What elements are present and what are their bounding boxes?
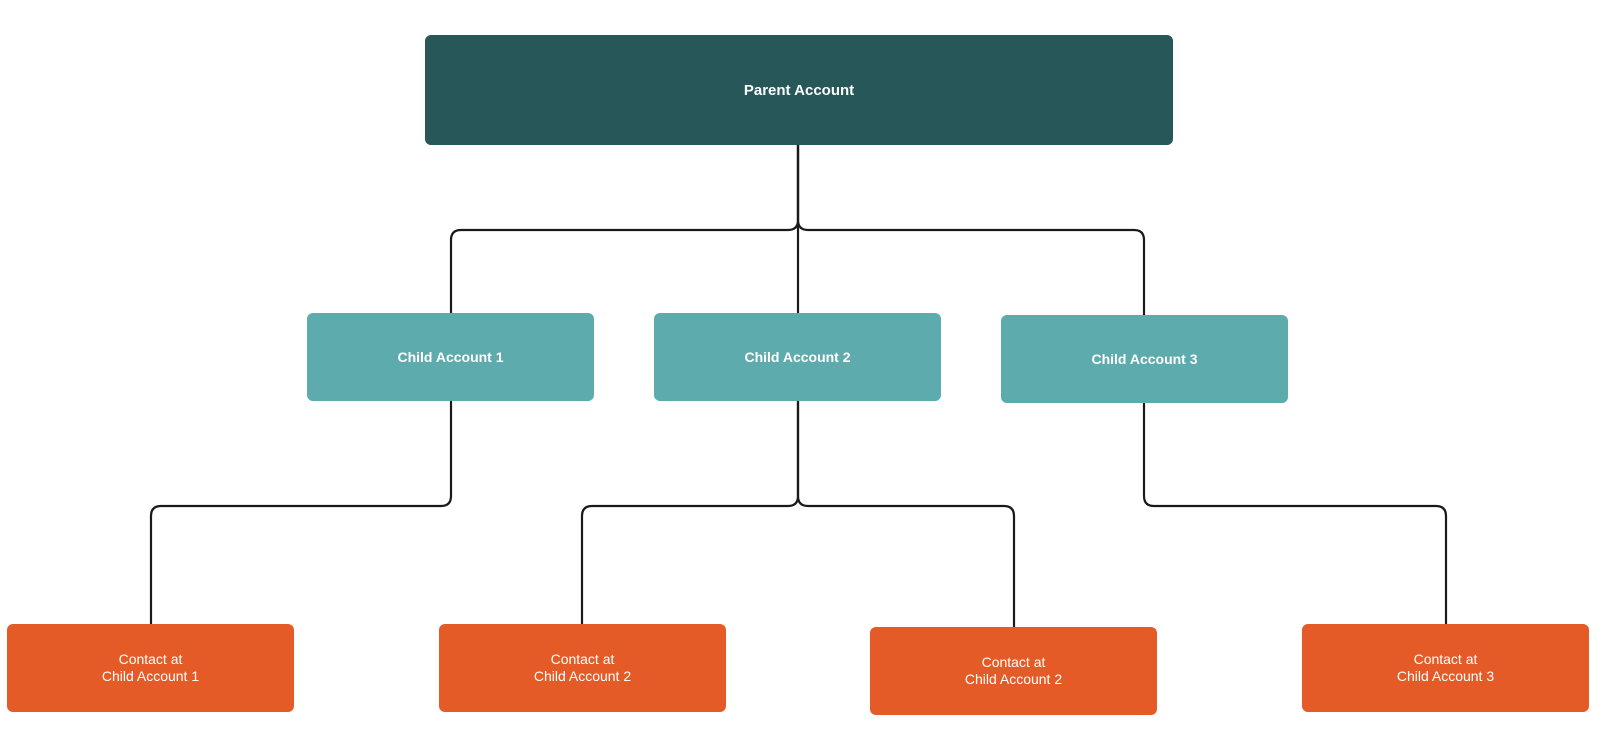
child-account-1-label: Child Account 1 <box>397 348 504 365</box>
child-account-2-node: Child Account 2 <box>654 313 941 401</box>
child-account-1-node: Child Account 1 <box>307 313 594 401</box>
contact-3-line-1: Contact at <box>981 654 1046 670</box>
contact-node-3: Contact at Child Account 2 <box>870 627 1157 715</box>
contact-4-line-2: Child Account 3 <box>1396 668 1495 684</box>
contact-node-4: Contact at Child Account 3 <box>1302 624 1589 712</box>
connector-child-2-to-contact-2 <box>580 399 800 626</box>
contact-1-line-2: Child Account 1 <box>101 668 200 684</box>
parent-account-node: Parent Account <box>425 35 1173 145</box>
connector-child-1-to-contact-1 <box>149 399 453 626</box>
contact-node-1: Contact at Child Account 1 <box>7 624 294 712</box>
child-account-3-node: Child Account 3 <box>1001 315 1288 403</box>
connector-child-3-to-contact-4 <box>1142 401 1448 626</box>
connector-parent-to-child-1 <box>449 143 800 315</box>
child-account-3-label: Child Account 3 <box>1091 350 1198 367</box>
contact-3-line-2: Child Account 2 <box>964 671 1063 687</box>
connector-parent-to-child-3 <box>796 143 1146 317</box>
child-account-2-label: Child Account 2 <box>744 348 851 365</box>
contact-2-line-2: Child Account 2 <box>533 668 632 684</box>
parent-account-label: Parent Account <box>743 81 855 99</box>
contact-2-line-1: Contact at <box>550 651 615 667</box>
contact-4-line-1: Contact at <box>1413 651 1478 667</box>
contact-node-2: Contact at Child Account 2 <box>439 624 726 712</box>
connector-child-2-to-contact-3 <box>796 399 1016 629</box>
contact-1-line-1: Contact at <box>118 651 183 667</box>
